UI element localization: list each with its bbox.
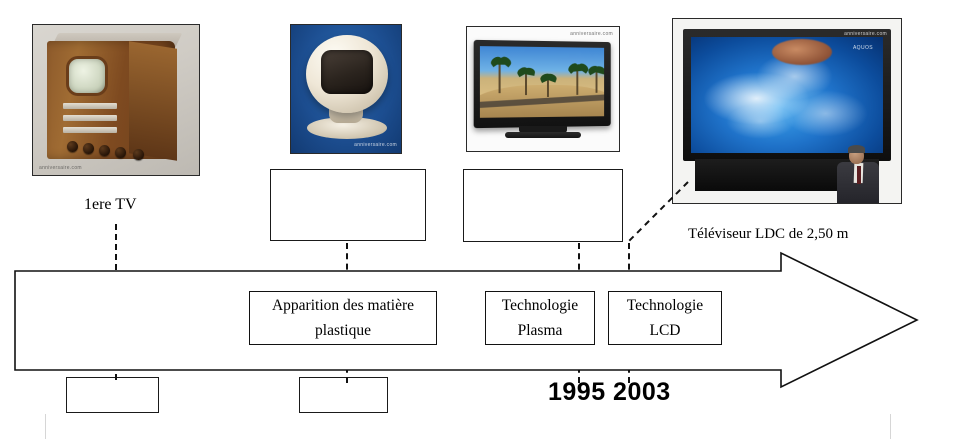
label-big-screen-caption: Téléviseur LDC de 2,50 m [688, 226, 849, 242]
photo-lcd-big-screen-image: AQUOS [673, 19, 901, 203]
timeline-box-plasma-technology[interactable]: Technologie Plasma [485, 291, 595, 345]
timeline-box-plastic-materials[interactable]: Apparition des matière plastique [249, 291, 437, 345]
photo-spherical-tv: anniversaire.com [290, 24, 402, 154]
timeline-arrow [14, 251, 919, 389]
photo-first-tv: anniversaire.com [32, 24, 200, 176]
photo-spherical-tv-image [291, 25, 401, 153]
photo-lcd-big-screen: AQUOS anniversaire.com [672, 18, 902, 204]
photo-first-tv-image [33, 25, 199, 175]
photo-plasma-tv-image [467, 27, 619, 151]
label-years: 1995 2003 [548, 378, 671, 406]
timeline-box-line1: Technologie [501, 297, 579, 314]
timeline-box-line1: Technologie [626, 297, 704, 314]
timeline-box-line2: plastique [315, 322, 371, 339]
empty-box-top-right[interactable] [463, 169, 623, 242]
connector-leader-big-screen [627, 181, 689, 243]
photo-plasma-tv: anniversaire.com [466, 26, 620, 152]
timeline-box-lcd-technology[interactable]: Technologie LCD [608, 291, 722, 345]
page-guide-left [45, 414, 46, 439]
empty-box-bottom-left[interactable] [66, 377, 159, 413]
page-guide-right [890, 414, 891, 439]
timeline-box-line1: Apparition des matière [271, 297, 415, 314]
label-first-tv: 1ere TV [84, 196, 137, 213]
timeline-box-line2: LCD [649, 322, 681, 339]
timeline-box-line2: Plasma [517, 322, 563, 339]
screen-brand-text: AQUOS [852, 45, 873, 51]
empty-box-bottom-right[interactable] [299, 377, 388, 413]
empty-box-top-left[interactable] [270, 169, 426, 241]
